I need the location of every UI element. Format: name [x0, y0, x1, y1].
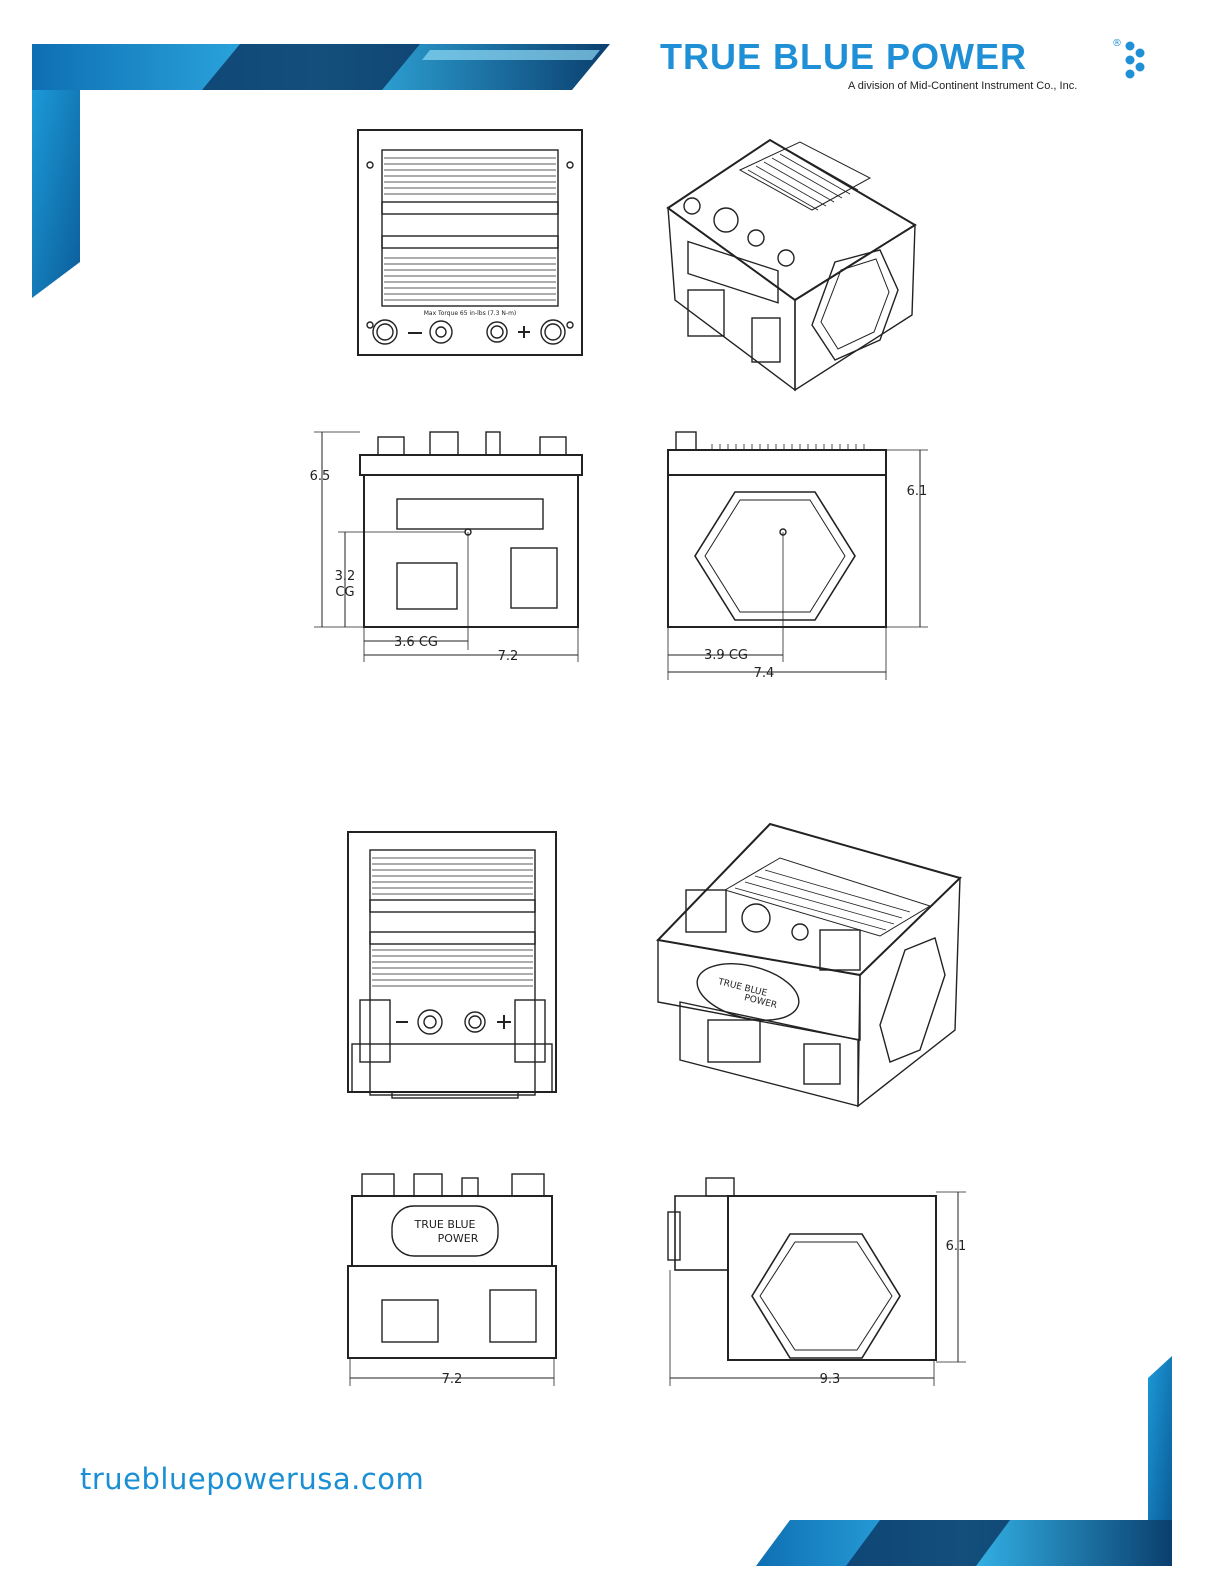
top-view-drawing	[358, 130, 582, 355]
torque-label: Max Torque 65 in-lbs (7.3 N-m)	[424, 310, 517, 317]
dim-kit-front-width: 7.2	[442, 1372, 463, 1387]
dim-front-width: 7.2	[498, 649, 519, 664]
kit-side-view-drawing	[668, 1178, 966, 1386]
dim-side-width: 7.4	[754, 666, 775, 681]
dim-kit-side-width: 9.3	[820, 1372, 841, 1387]
kit-front-logo-line2: POWER	[438, 1232, 479, 1245]
kit-iso-logo-line1: TRUE BLUE	[716, 977, 768, 999]
kit-isometric-drawing	[658, 824, 960, 1106]
dim-kit-side-height: 6.1	[946, 1239, 967, 1254]
side-view-drawing	[668, 432, 928, 680]
kit-front-view-drawing	[348, 1174, 556, 1386]
kit-front-logo-line1: TRUE BLUE	[414, 1218, 476, 1231]
dim-side-cg-width: 3.9 CG	[704, 648, 748, 663]
dim-front-height: 6.5	[310, 469, 331, 484]
kit-top-view-drawing	[348, 832, 556, 1098]
dim-front-cg-width: 3.6 CG	[394, 635, 438, 650]
front-view-drawing	[314, 432, 582, 662]
footer-url[interactable]: truebluepowerusa.com	[80, 1462, 424, 1496]
dim-front-cg-height: 3.2	[335, 569, 356, 584]
dim-side-height: 6.1	[907, 484, 928, 499]
dim-front-cg-label: CG	[335, 585, 354, 600]
isometric-drawing	[668, 140, 915, 390]
